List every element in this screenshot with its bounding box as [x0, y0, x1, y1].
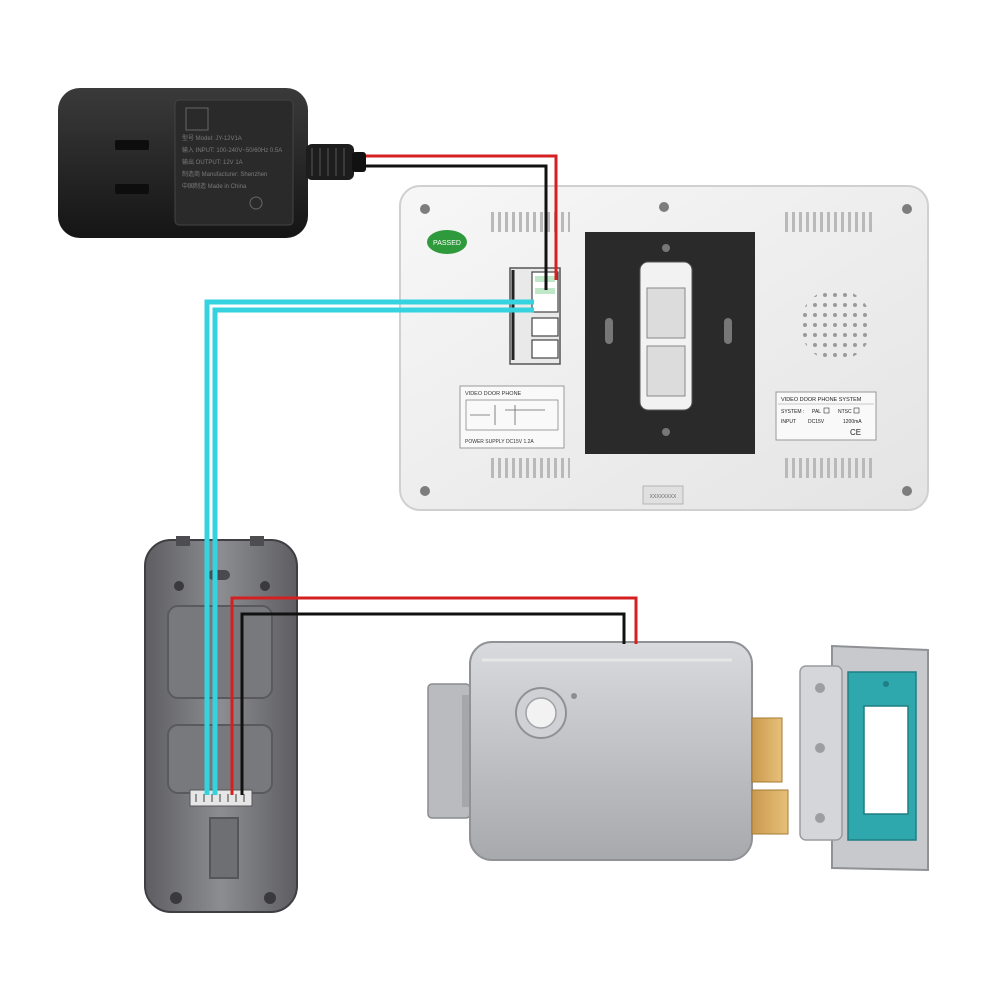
black-power-wire — [366, 164, 548, 290]
plug-prong-icon — [115, 140, 149, 150]
spec-ntsc: NTSC — [838, 409, 852, 415]
adapter-label-line: 输入 INPUT: 100-240V~50/60Hz 0.5A — [182, 146, 282, 154]
bottom-sticker-text: XXXXXXXX — [650, 494, 677, 500]
black-lock-wire — [240, 612, 626, 795]
vent-slots — [782, 458, 872, 478]
spec-pal: PAL — [812, 409, 821, 415]
power-adapter: 型号 Model: JY-12V1A 输入 INPUT: 100-240V~50… — [58, 88, 366, 238]
strain-relief — [306, 144, 366, 180]
strike-plate — [799, 644, 929, 872]
cyan-signal-wire — [204, 299, 534, 795]
wiring-label-title: VIDEO DOOR PHONE — [465, 391, 522, 397]
red-power-wire — [366, 154, 558, 280]
spec-system-label: SYSTEM : — [781, 409, 804, 415]
passed-sticker — [427, 230, 467, 254]
electric-lock — [427, 641, 789, 861]
vent-slots — [490, 212, 570, 232]
mounting-bracket — [585, 232, 755, 454]
spec-ce-mark: CE — [850, 428, 861, 437]
terminal-connector[interactable] — [531, 317, 559, 337]
adapter-label-line: 输出 OUTPUT: 12V 1A — [182, 158, 243, 166]
spec-current: 1200mA — [843, 419, 862, 425]
adapter-label-line: 型号 Model: JY-12V1A — [182, 134, 242, 142]
indoor-monitor: PASSED VIDEO DOOR PHONE POWER SUPPLY — [399, 185, 929, 511]
cyan-signal-wire — [212, 307, 534, 795]
passed-sticker-text: PASSED — [433, 240, 461, 247]
adapter-sticker — [174, 99, 294, 226]
spec-input-value: DC15V — [808, 419, 825, 425]
adapter-label-text: 型号 Model: JY-12V1A 输入 INPUT: 100-240V~50… — [182, 134, 282, 190]
vent-slots — [490, 458, 570, 478]
plug-prong-icon — [115, 184, 149, 194]
adapter-label-line: 制造商 Manufacturer: Shenzhen — [182, 170, 267, 178]
terminal-connector[interactable] — [531, 339, 559, 359]
electric-lock-icon — [469, 641, 753, 861]
wiring-label-bottom: POWER SUPPLY DC15V 1.2A — [465, 439, 534, 445]
vent-slots — [782, 212, 872, 232]
spec-label: VIDEO DOOR PHONE SYSTEM SYSTEM : PAL NTS… — [775, 391, 877, 441]
wires — [204, 154, 638, 795]
spec-input-label: INPUT — [781, 419, 796, 425]
red-lock-wire — [230, 596, 638, 795]
wiring-label: VIDEO DOOR PHONE POWER SUPPLY DC15V 1.2A — [459, 385, 565, 449]
outdoor-camera-unit — [144, 536, 298, 913]
adapter-label-line: 中国制造 Made in China — [182, 182, 247, 190]
lock-bolt — [751, 717, 783, 783]
speaker-grille-icon — [800, 289, 872, 361]
spec-label-title: VIDEO DOOR PHONE SYSTEM — [781, 397, 862, 403]
lock-latch — [751, 789, 789, 835]
